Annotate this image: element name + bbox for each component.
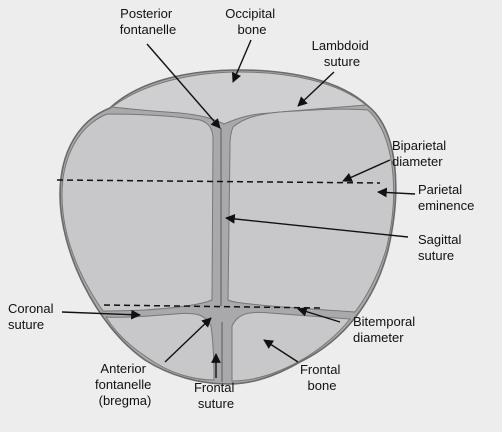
- label-posterior-fontanelle: Posterior fontanelle: [120, 6, 176, 37]
- label-lambdoid-suture: Lambdoid suture: [312, 38, 373, 69]
- label-biparietal-diameter: Biparietal diameter: [392, 138, 450, 169]
- label-frontal-suture: Frontal suture: [194, 380, 238, 411]
- label-parietal-eminence: Parietal eminence: [418, 182, 474, 213]
- right-frontal-bone: [231, 311, 351, 382]
- label-anterior-fontanelle: Anterior fontanelle (bregma): [95, 361, 155, 408]
- occipital-bone: [110, 71, 368, 125]
- leader-occipital-bone: [231, 39, 252, 83]
- left-parietal-bone: [61, 113, 214, 312]
- bitemporal-diameter-line: [103, 304, 323, 309]
- leader-anterior-fontanelle: [164, 317, 212, 363]
- label-bitemporal-diameter: Bitemporal diameter: [353, 314, 419, 345]
- label-occipital-bone: Occipital bone: [225, 6, 278, 37]
- leader-sagittal-suture: [225, 214, 409, 238]
- biparietal-diameter-line: [56, 179, 381, 184]
- leader-lambdoid-suture: [297, 71, 335, 107]
- label-coronal-suture: Coronal suture: [8, 301, 57, 332]
- leader-bitemporal-diameter: [297, 306, 341, 323]
- leader-biparietal-diameter: [342, 159, 391, 182]
- right-parietal-bone: [227, 108, 395, 313]
- leader-posterior-fontanelle: [146, 43, 221, 129]
- leader-coronal-suture: [61, 309, 141, 320]
- label-frontal-bone: Frontal bone: [300, 362, 344, 393]
- leader-frontal-bone: [263, 339, 299, 363]
- leader-parietal-eminence: [377, 187, 416, 198]
- label-sagittal-suture: Sagittal suture: [418, 232, 465, 263]
- left-frontal-bone: [105, 312, 215, 381]
